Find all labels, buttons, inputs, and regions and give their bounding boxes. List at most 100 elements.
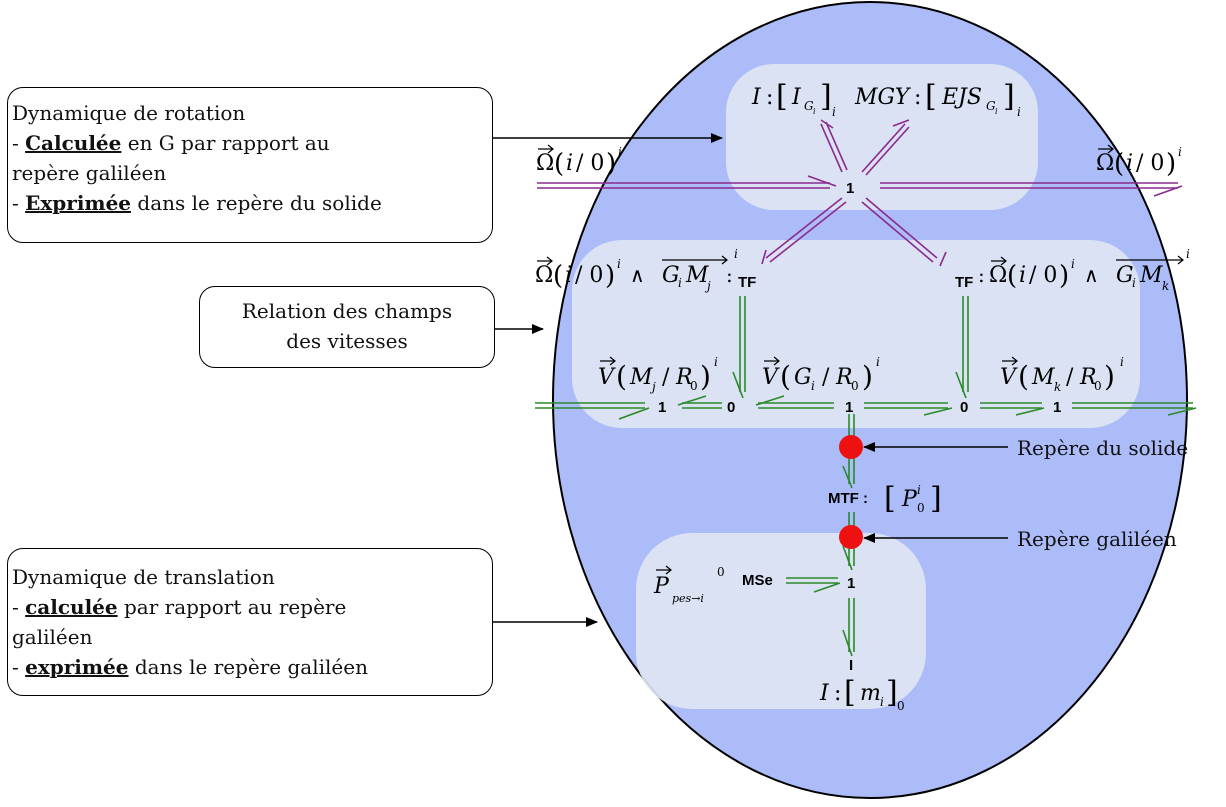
svg-text:i: i: [876, 355, 880, 369]
rotation-callout-line2: - Calculée en G par rapport au: [12, 128, 492, 158]
junction-1-left: 1: [658, 399, 666, 416]
svg-text:j: j: [649, 380, 656, 394]
svg-text:M: M: [1031, 365, 1055, 390]
svg-text:[: [: [884, 481, 896, 516]
svg-text:G: G: [794, 365, 812, 390]
svg-text:0: 0: [851, 379, 859, 393]
svg-text:G: G: [986, 99, 996, 113]
relation-callout-line2: des vitesses: [286, 329, 408, 353]
svg-text:i: i: [917, 483, 921, 497]
svg-text:i: i: [1126, 151, 1133, 176]
svg-text:i: i: [1017, 105, 1021, 119]
translation-panel: [636, 533, 926, 709]
svg-text:G: G: [662, 263, 680, 288]
svg-text:[: [: [844, 675, 856, 710]
svg-text:]: ]: [930, 481, 942, 516]
rotation-line2-rest: en G par rapport au: [121, 131, 330, 155]
bullet-prefix: -: [12, 131, 26, 155]
translation-line2-rest: par rapport au repère: [117, 595, 347, 619]
bullet-prefix: -: [12, 191, 26, 215]
svg-text:M: M: [1139, 263, 1163, 288]
svg-text:k: k: [1162, 279, 1169, 293]
svg-text:V: V: [598, 365, 616, 390]
rotation-callout-line3: repère galiléen: [12, 161, 167, 185]
svg-text:i: i: [1186, 247, 1190, 261]
weight-label: P pes→i 0: [653, 565, 725, 605]
svg-text:I: I: [791, 85, 802, 110]
svg-text:[: [: [776, 79, 788, 114]
svg-text:k: k: [1054, 380, 1061, 394]
svg-text:i: i: [995, 107, 998, 116]
svg-text:i: i: [678, 276, 682, 290]
svg-text:M: M: [629, 365, 653, 390]
calculated-keyword: Calculée: [25, 131, 122, 155]
solid-frame-marker: [839, 435, 863, 459]
svg-text:V: V: [762, 365, 780, 390]
svg-text:i: i: [566, 151, 573, 176]
svg-text:I: I: [751, 85, 762, 110]
velocity-relation-callout: Relation des champs des vitesses: [199, 286, 495, 368]
rotation-panel: [726, 64, 1038, 210]
svg-text:i: i: [880, 695, 884, 709]
svg-text:): ): [862, 360, 873, 393]
svg-text:Ω: Ω: [536, 151, 554, 176]
velocity-mk-label: V ( M k / R 0 ) i: [1000, 355, 1124, 394]
galilean-frame-label: Repère galiléen: [1017, 527, 1177, 551]
translation-junction-1: 1: [847, 575, 855, 592]
svg-text:G: G: [804, 99, 814, 113]
svg-text:P: P: [901, 487, 918, 512]
rotation-callout-line4: - Exprimée dans le repère du solide: [12, 188, 492, 218]
svg-text:EJS: EJS: [941, 85, 982, 110]
svg-text:/ 0: / 0: [576, 151, 604, 176]
junction-1-right: 1: [1053, 399, 1061, 416]
velocity-gi-label: V ( G i / R 0 ) i: [762, 355, 880, 393]
svg-text:(: (: [553, 261, 563, 291]
tf-right-label: : Ω ( i / 0 ) i ∧ i G i M k: [978, 247, 1190, 293]
svg-text:(: (: [1018, 360, 1029, 393]
svg-text::: :: [834, 681, 841, 706]
svg-text:[: [: [925, 79, 937, 114]
svg-text::: :: [726, 263, 733, 287]
svg-text:G: G: [1116, 263, 1134, 288]
svg-text:]: ]: [886, 675, 898, 710]
svg-text:∧: ∧: [1084, 263, 1099, 287]
svg-text:]: ]: [820, 79, 832, 114]
svg-text:0: 0: [690, 379, 698, 393]
svg-text::: :: [766, 85, 773, 110]
svg-text:/ 0: / 0: [1136, 151, 1164, 176]
svg-text:M: M: [685, 263, 709, 288]
relation-callout-line1: Relation des champs: [241, 299, 453, 323]
rotation-bonds: [537, 119, 1183, 267]
svg-text:(: (: [554, 149, 564, 179]
svg-text:i: i: [832, 105, 836, 119]
svg-text:MGY: MGY: [854, 85, 912, 110]
junction-1-center: 1: [845, 399, 853, 416]
svg-text:Ω: Ω: [1096, 151, 1114, 176]
svg-text:∧: ∧: [630, 263, 645, 287]
svg-text:i: i: [1132, 276, 1136, 290]
rotation-line4-rest: dans le repère du solide: [131, 191, 382, 215]
translation-callout-line2: - calculée par rapport au repère: [12, 592, 492, 622]
svg-text:/ 0: / 0: [1029, 263, 1057, 288]
svg-text:): ): [605, 261, 615, 291]
svg-text:i: i: [1019, 263, 1026, 288]
expressed-keyword: exprimée: [25, 655, 129, 679]
bullet-prefix: -: [12, 595, 26, 619]
rotation-callout-title: Dynamique de rotation: [12, 101, 246, 125]
svg-text:0: 0: [917, 501, 925, 515]
omega-left-label: Ω ( i / 0 ) i: [536, 144, 622, 179]
svg-text:i: i: [1178, 145, 1182, 159]
svg-text:i: i: [734, 247, 738, 261]
omega-right-label: Ω ( i / 0 ) i: [1096, 144, 1182, 179]
svg-text:): ): [606, 149, 616, 179]
svg-text:0: 0: [1094, 379, 1102, 393]
tf-left-node: TF: [738, 274, 756, 291]
svg-text:0: 0: [717, 565, 725, 579]
svg-text::: :: [978, 263, 985, 287]
svg-text:0: 0: [897, 699, 905, 713]
svg-text::: :: [914, 85, 921, 110]
translation-line4-rest: dans le repère galiléen: [128, 655, 368, 679]
inertia-rotation-label: I : [ I G i ] i: [751, 79, 836, 119]
svg-text:): ): [700, 360, 711, 393]
